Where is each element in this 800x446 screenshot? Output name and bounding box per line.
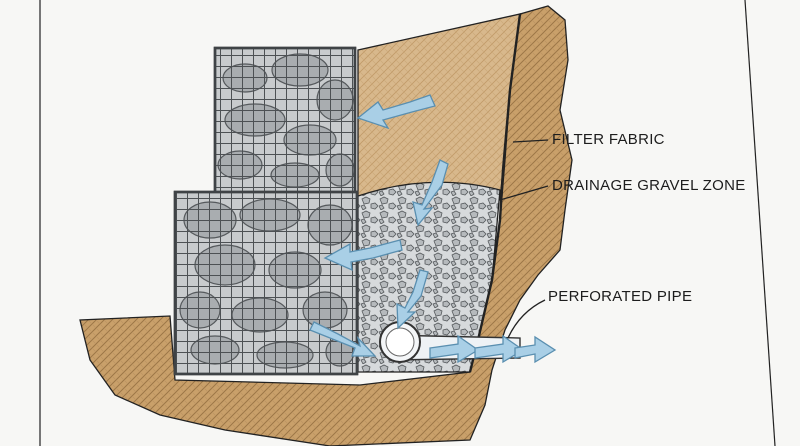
gabion-basket-icon <box>173 46 359 376</box>
leader-filter-fabric <box>512 139 549 143</box>
label-perforated-pipe: PERFORATED PIPE <box>548 288 693 305</box>
label-filter-fabric: FILTER FABRIC <box>552 131 665 148</box>
flow-arrow-icon <box>309 94 557 364</box>
leader-perforated-pipe <box>507 299 546 339</box>
label-drainage-gravel-zone: DRAINAGE GRAVEL ZONE <box>552 177 746 194</box>
leader-gravel-zone <box>499 185 549 201</box>
